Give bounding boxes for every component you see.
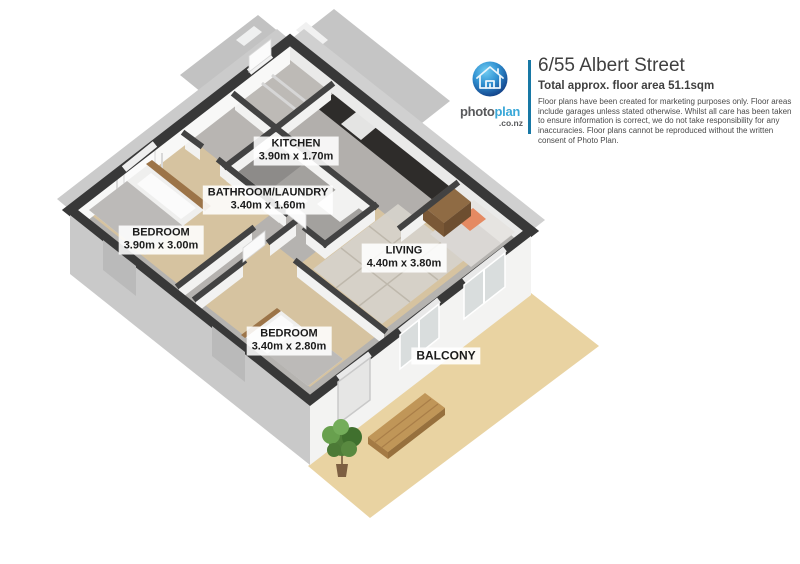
room-label-bedroom-1: BEDROOM 3.90m x 3.00m (118, 225, 204, 255)
neighbor-structure (57, 9, 545, 231)
room-label-living: LIVING 4.40m x 3.80m (361, 243, 447, 273)
room-label-kitchen: KITCHEN 3.90m x 1.70m (253, 136, 339, 166)
room-dims: 3.90m x 1.70m (258, 150, 334, 163)
room-label-bathroom-laundry: BATHROOM/LAUNDRY 3.40m x 1.60m (202, 185, 334, 215)
closet-doors (261, 73, 306, 111)
room-name: BATHROOM/LAUNDRY (207, 186, 329, 199)
room-name: KITCHEN (271, 137, 321, 150)
room-dims: 3.40m x 1.60m (230, 199, 306, 212)
house-icon (472, 61, 508, 97)
sofa-pillow (457, 208, 486, 231)
room-name: BALCONY (416, 348, 476, 363)
brand-suffix: .co.nz (498, 118, 523, 128)
kitchen-floor (276, 85, 456, 227)
balcony-floor (308, 293, 599, 518)
side-cabinet (423, 185, 471, 237)
kitchen-sink (341, 109, 379, 140)
room-label-bedroom-2: BEDROOM 3.40m x 2.80m (246, 326, 332, 356)
bedroom2-door-panel (242, 230, 266, 263)
property-title: 6/55 Albert Street (538, 55, 685, 76)
header-divider (528, 60, 531, 134)
balcony-bench (368, 393, 445, 459)
wall-openings (121, 38, 507, 381)
room-dims: 4.40m x 3.80m (366, 257, 442, 270)
room-name: BEDROOM (260, 327, 318, 340)
room-name: BEDROOM (132, 226, 190, 239)
room-name: LIVING (385, 244, 423, 257)
disclaimer-text: Floor plans have been created for market… (538, 96, 792, 145)
room-label-balcony: BALCONY (411, 347, 481, 365)
brand-wordmark: photoplan (459, 104, 521, 119)
floor-area-subtitle: Total approx. floor area 51.1sqm (538, 79, 715, 92)
photoplan-logo: photoplan .co.nz (455, 60, 525, 128)
entry-door-panel (248, 38, 272, 73)
header: photoplan .co.nz 6/55 Albert Street Tota… (455, 55, 800, 165)
bedroom2-floor (196, 241, 384, 387)
room-dims: 3.40m x 2.80m (251, 340, 327, 353)
room-dims: 3.90m x 3.00m (123, 239, 199, 252)
balcony-plant (322, 419, 362, 477)
